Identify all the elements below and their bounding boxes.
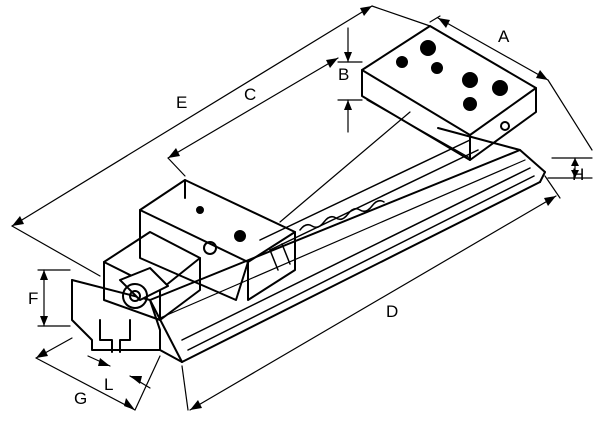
vise-slide-channel: [259, 111, 479, 251]
label-g: G: [74, 389, 88, 408]
label-d: D: [386, 302, 399, 321]
label-e: E: [176, 93, 188, 112]
label-b: B: [338, 65, 350, 84]
moving-jaw: [139, 179, 296, 301]
vise-handle: [103, 231, 217, 321]
dimension-arrows: [12, 6, 579, 410]
label-a: A: [498, 27, 510, 46]
fixed-jaw: [361, 25, 537, 161]
label-l: L: [104, 375, 114, 394]
vise-base: [71, 127, 546, 363]
label-h: H: [572, 165, 585, 184]
label-f: F: [28, 289, 39, 308]
label-c: C: [244, 85, 257, 104]
